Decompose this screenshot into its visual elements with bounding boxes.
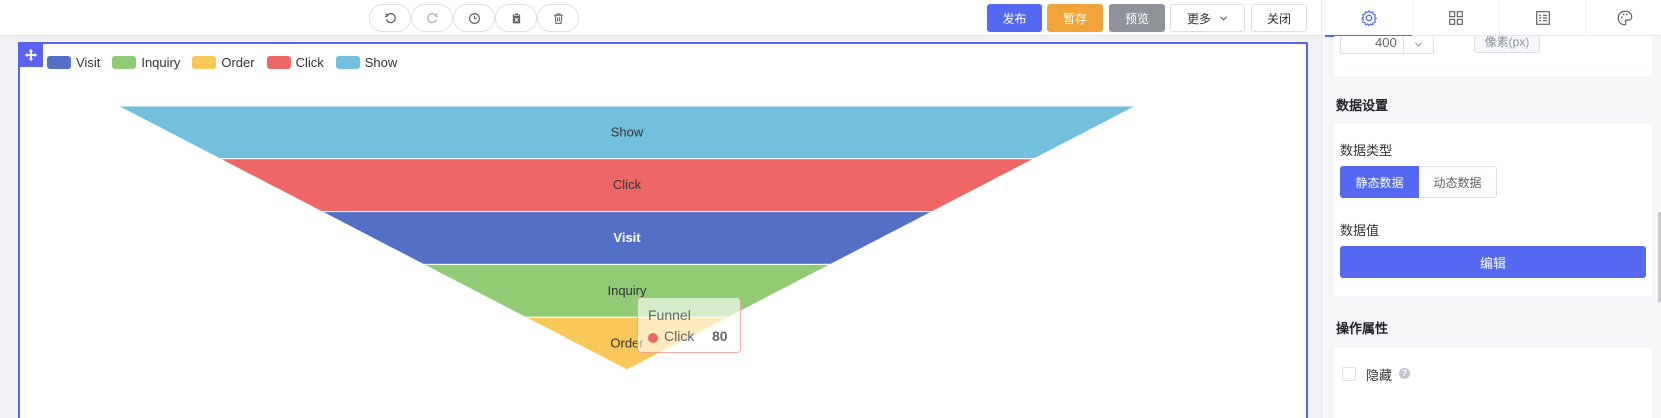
data-value-label: 数据值 — [1340, 223, 1380, 238]
height-input[interactable]: 400 — [1340, 35, 1434, 54]
move-icon — [24, 48, 38, 62]
tooltip-marker — [648, 333, 658, 343]
legend-swatch — [112, 55, 137, 69]
chevron-down-icon — [1414, 42, 1423, 47]
redo-icon — [426, 12, 438, 23]
trash-icon — [553, 13, 563, 24]
preview-button[interactable]: 预览 — [1109, 4, 1165, 32]
redo-button[interactable] — [411, 4, 453, 32]
funnel-label-inquiry: Inquiry — [607, 283, 647, 298]
undo-icon — [384, 12, 396, 23]
legend-swatch — [47, 55, 71, 69]
tab-components[interactable] — [1412, 0, 1499, 36]
history-button[interactable] — [453, 4, 495, 32]
chevron-down-icon — [1219, 15, 1228, 21]
more-dropdown-button[interactable]: 更多 — [1170, 4, 1245, 32]
grid-icon — [1449, 11, 1463, 25]
tooltip-series-name: Click — [664, 328, 695, 344]
panel-tabs — [1322, 0, 1661, 37]
legend-label: Click — [295, 54, 324, 70]
legend-item-show[interactable]: Show — [335, 54, 398, 70]
legend-swatch — [192, 55, 217, 69]
help-icon[interactable]: ? — [1399, 368, 1410, 379]
funnel-label-visit: Visit — [613, 230, 641, 245]
funnel-label-show: Show — [611, 124, 644, 139]
publish-button[interactable]: 发布 — [987, 4, 1042, 32]
palette-icon — [1617, 10, 1632, 26]
hide-label: 隐藏 — [1366, 368, 1393, 383]
legend-swatch — [335, 55, 360, 69]
tab-theme[interactable] — [1586, 0, 1661, 36]
legend-label: Show — [364, 54, 398, 70]
funnel-label-order: Order — [610, 336, 644, 351]
save-draft-button[interactable]: 暂存 — [1047, 4, 1103, 32]
tab-layout[interactable] — [1499, 0, 1586, 36]
history-icon — [468, 12, 480, 24]
legend-label: Inquiry — [141, 54, 181, 70]
tooltip-value: 80 — [712, 328, 728, 344]
list-icon — [1536, 11, 1550, 25]
legend-swatch — [266, 55, 291, 69]
static-data-button[interactable]: 静态数据 — [1340, 166, 1419, 198]
drag-handle[interactable] — [19, 43, 43, 67]
legend-label: Order — [221, 54, 255, 70]
undo-button[interactable] — [369, 4, 411, 32]
size-unit-label: 像素(px) — [1474, 36, 1540, 53]
operation-properties-title: 操作属性 — [1336, 321, 1389, 336]
legend-item-visit[interactable]: Visit — [47, 55, 100, 70]
legend-item-order[interactable]: Order — [192, 54, 255, 70]
gear-icon — [1360, 9, 1377, 27]
more-label: 更多 — [1186, 11, 1211, 26]
chart-tooltip: Funnel Click 80 — [637, 297, 741, 353]
legend-item-inquiry[interactable]: Inquiry — [112, 55, 180, 70]
tooltip-title: Funnel — [648, 307, 691, 323]
property-panel: 400 像素(px) 数据设置 数据类型 静态数据 动态数据 数据值 编辑 操作… — [1321, 0, 1661, 418]
funnel-label-click: Click — [613, 177, 642, 192]
edit-data-button[interactable]: 编辑 — [1340, 246, 1646, 278]
data-settings-card: 数据类型 静态数据 动态数据 数据值 编辑 — [1334, 124, 1652, 296]
height-stepper[interactable] — [1403, 36, 1433, 53]
data-settings-title: 数据设置 — [1336, 98, 1389, 113]
data-type-toggle: 静态数据 动态数据 — [1340, 166, 1497, 198]
panel-scrollbar[interactable] — [1658, 212, 1661, 302]
chart-legend: Visit Inquiry Order Click Show — [47, 53, 409, 71]
close-button[interactable]: 关闭 — [1251, 4, 1307, 32]
legend-item-click[interactable]: Click — [266, 54, 324, 70]
height-value: 400 — [1375, 35, 1397, 50]
clipboard-delete-icon — [512, 12, 520, 23]
clear-clipboard-button[interactable] — [495, 4, 537, 32]
legend-label: Visit — [76, 54, 101, 70]
hide-checkbox[interactable] — [1342, 367, 1356, 381]
tab-settings[interactable] — [1325, 0, 1412, 37]
delete-button[interactable] — [537, 4, 579, 32]
data-type-label: 数据类型 — [1340, 143, 1393, 158]
operation-properties-card: 隐藏 ? — [1334, 348, 1652, 418]
top-toolbar: 发布 暂存 预览 更多 关闭 — [0, 0, 1321, 36]
size-setting-card: 400 像素(px) — [1334, 35, 1652, 76]
dynamic-data-button[interactable]: 动态数据 — [1419, 166, 1497, 198]
